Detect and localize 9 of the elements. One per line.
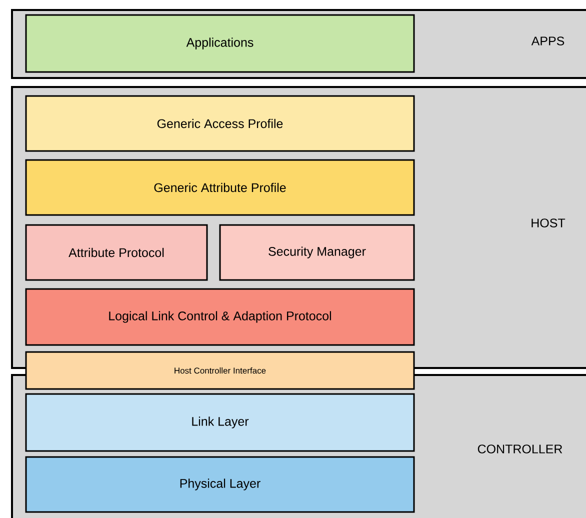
layer-box: Link Layer: [25, 393, 415, 452]
layer-box: Physical Layer: [25, 456, 415, 513]
layer-box: Logical Link Control & Adaption Protocol: [25, 288, 415, 346]
layer-box: Attribute Protocol: [25, 224, 208, 281]
layer-box: Host Controller Interface: [25, 351, 415, 390]
layer-box: Security Manager: [219, 224, 415, 281]
layer-box: Applications: [25, 14, 415, 73]
layer-box: Generic Access Profile: [25, 95, 415, 152]
layer-box: Generic Attribute Profile: [25, 159, 415, 216]
